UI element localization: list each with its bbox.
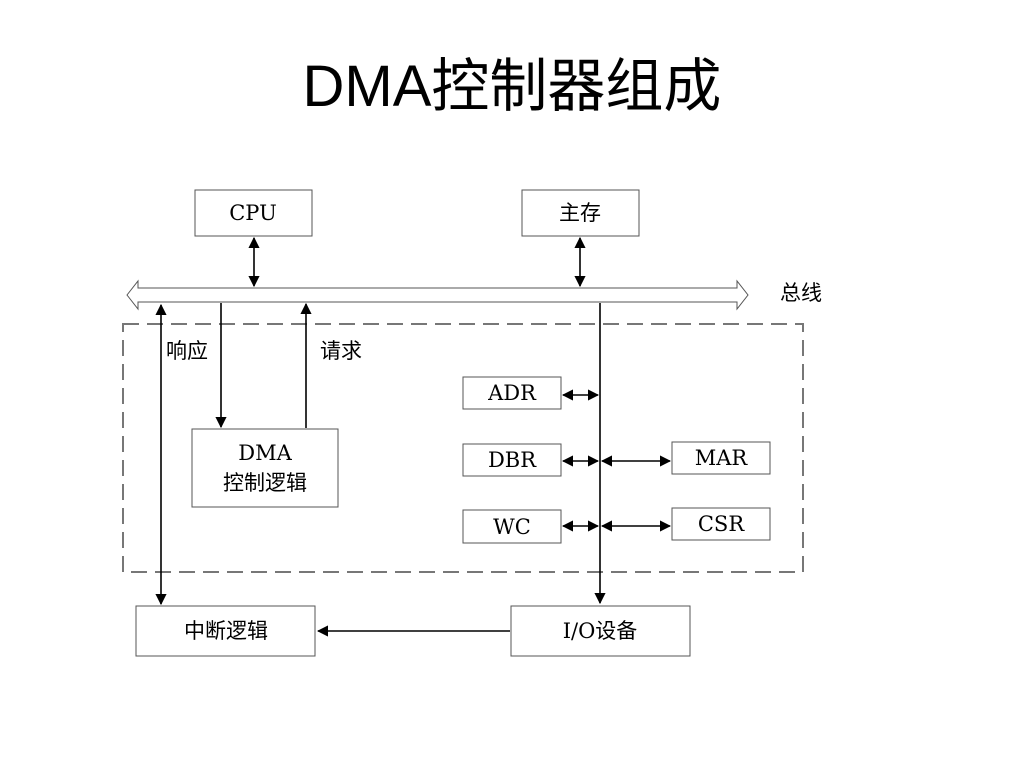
io-device-box	[510, 605, 691, 657]
response-label: 响应	[166, 339, 208, 363]
io-device-label: I/O设备	[563, 619, 638, 643]
csr-label: CSR	[698, 512, 745, 536]
interrupt-logic-box	[135, 605, 316, 657]
dbr-label: DBR	[488, 448, 537, 472]
request-label: 请求	[320, 339, 362, 363]
dbr-box	[462, 443, 562, 477]
system-bus	[126, 279, 749, 311]
wc-box	[462, 509, 562, 544]
mar-box	[671, 441, 771, 475]
dma-control-logic-box	[191, 428, 339, 508]
adr-label: ADR	[487, 381, 537, 405]
cpu-label: CPU	[229, 201, 277, 225]
cpu-box	[194, 189, 313, 237]
dma-controller-boundary	[122, 323, 804, 573]
page-title: DMA控制器组成	[302, 54, 722, 119]
csr-box	[671, 507, 771, 541]
dma-control-logic-line1: DMA	[238, 441, 292, 465]
memory-box	[521, 189, 640, 237]
adr-box	[462, 376, 562, 410]
mar-label: MAR	[695, 446, 749, 470]
interrupt-logic-label: 中断逻辑	[184, 619, 268, 643]
memory-label: 主存	[559, 201, 601, 225]
wc-label: WC	[493, 515, 531, 539]
bus-label: 总线	[780, 281, 822, 305]
dma-control-logic-line2: 控制逻辑	[223, 471, 307, 495]
